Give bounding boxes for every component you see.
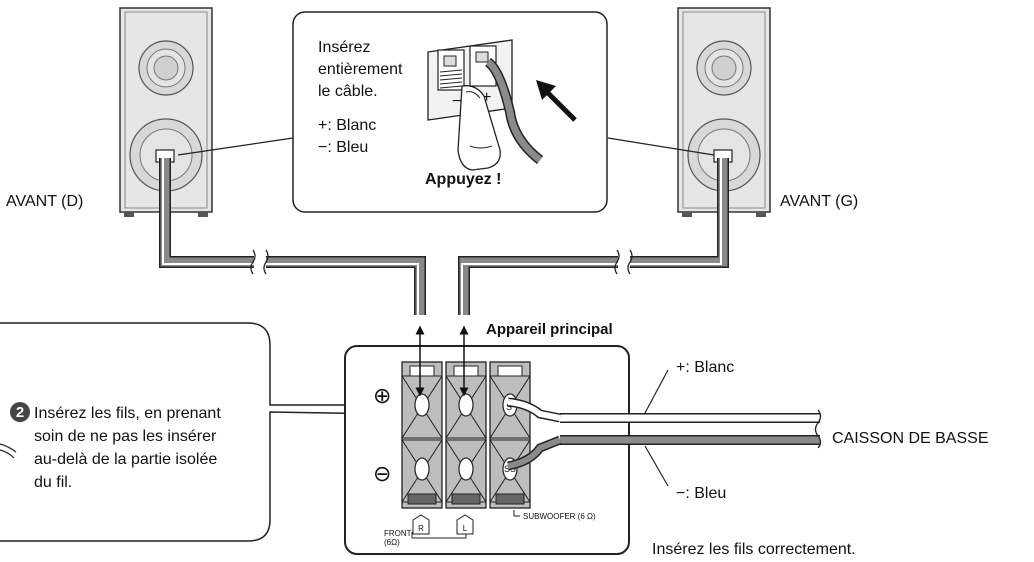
subwoofer-terminal-label: SUBWOOFER (6 Ω) — [523, 512, 596, 521]
callout-leader-left — [607, 137, 715, 156]
plus-symbol: ⊕ — [373, 383, 391, 408]
terminal-minus-sign: − — [452, 93, 461, 110]
main-unit-title: Appareil principal — [486, 321, 613, 338]
press-label: Appuyez ! — [425, 171, 501, 188]
subwoofer-minus-label: −: Bleu — [676, 485, 726, 502]
insert-instruction-line-1: Insérez les fils, en prenant — [34, 405, 221, 422]
terminal-plus-sign: + — [482, 89, 491, 106]
sub-plus-wire-end: S — [506, 402, 512, 412]
push-arrow-head — [536, 80, 556, 100]
terminal-front-left — [445, 361, 487, 509]
subwoofer-plus-label: +: Blanc — [676, 359, 734, 376]
front-terminal-label: FRONT — [384, 529, 412, 538]
front-right-speaker — [119, 7, 213, 217]
callout-minus-label: −: Bleu — [318, 139, 368, 156]
step-number: 2 — [16, 404, 24, 421]
callout-leader-right — [177, 137, 294, 156]
subwoofer-label: CAISSON DE BASSE — [832, 430, 989, 447]
insert-instruction-line-3: au-delà de la partie isolée — [34, 451, 217, 468]
front-left-label: AVANT (G) — [780, 193, 858, 210]
r-channel-label: R — [418, 524, 424, 533]
terminal-callout: Insérez entièrement le câble. +: Blanc −… — [292, 11, 608, 213]
wire-insertion-callout: 2 Insérez les fils, en prenant soin de n… — [0, 322, 389, 542]
terminal-front-right — [401, 361, 443, 509]
terminal-block: SSS — [401, 361, 531, 509]
front-left-cable — [458, 158, 729, 315]
minus-symbol: ⊖ — [373, 461, 391, 486]
callout-line-1: Insérez — [318, 39, 370, 56]
terminal-subwoofer — [489, 361, 531, 509]
front-impedance-label: (6Ω) — [384, 538, 400, 547]
terminal-illustration: − + — [427, 39, 544, 171]
front-right-cable — [159, 158, 426, 315]
l-channel-label: L — [463, 524, 468, 533]
cable-break-marks — [250, 249, 633, 275]
step-2-badge — [10, 402, 30, 422]
front-right-label: AVANT (D) — [6, 193, 83, 210]
insert-instruction-line-2: soin de ne pas les insérer — [34, 428, 217, 445]
subwoofer-cable — [507, 369, 822, 487]
callout-line-2: entièrement — [318, 61, 403, 78]
callout-line-3: le câble. — [318, 83, 378, 100]
callout-plus-label: +: Blanc — [318, 117, 376, 134]
footer-note: Insérez les fils correctement. — [652, 541, 856, 558]
insert-instruction-line-4: du fil. — [34, 474, 72, 491]
